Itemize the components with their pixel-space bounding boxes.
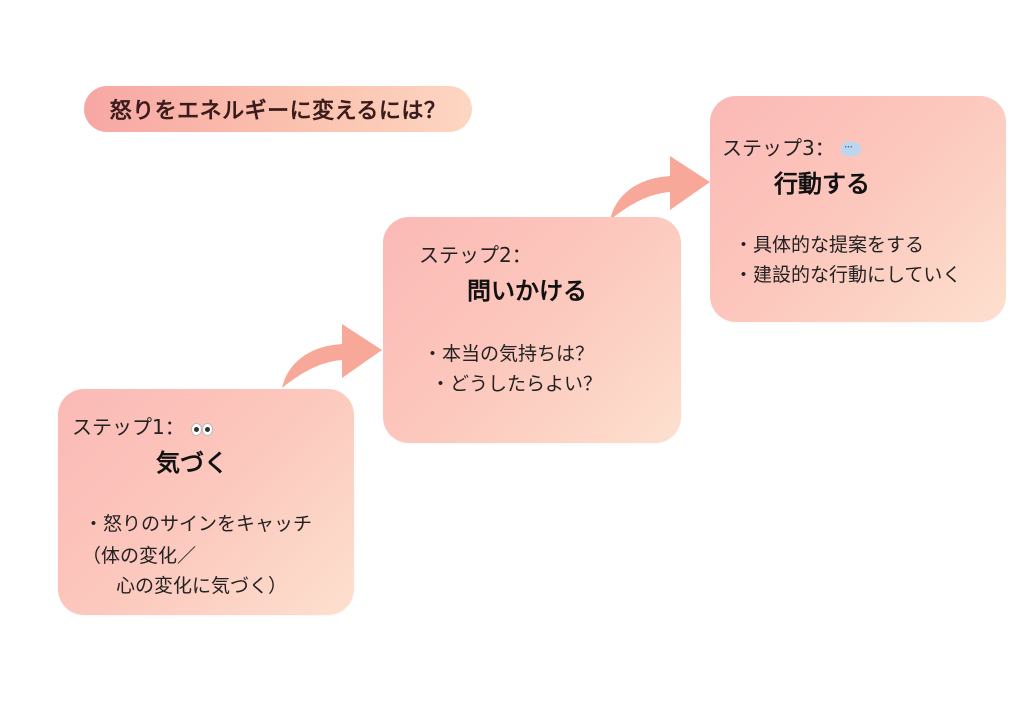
eyes-icon bbox=[190, 422, 213, 436]
step3-title: 行動する bbox=[774, 170, 870, 198]
title-banner: 怒りをエネルギーに変えるには？ bbox=[84, 86, 472, 132]
step1-bullet-3: 心の変化に気づく） bbox=[116, 575, 288, 597]
step2-title: 問いかける bbox=[467, 277, 587, 305]
step1-title: 気づく bbox=[156, 449, 228, 477]
step1-bullet-2: （体の変化／ bbox=[82, 545, 197, 567]
step1-card: ステップ1： 気づく ・怒りのサインをキャッチ （体の変化／ 心の変化に気づく） bbox=[58, 389, 354, 615]
step2-bullet-2: ・どうしたらよい？ bbox=[431, 373, 603, 395]
step2-label: ステップ2： bbox=[419, 243, 532, 267]
page-title: 怒りをエネルギーに変えるには？ bbox=[109, 99, 447, 124]
step1-label-row: ステップ1： bbox=[72, 411, 213, 440]
step3-bullet-2: ・建設的な行動にしていく bbox=[734, 264, 962, 286]
arrow-step1-to-step2-icon bbox=[282, 324, 382, 388]
step2-bullet-1: ・本当の気持ちは？ bbox=[423, 343, 595, 365]
speech-bubble-icon: ··· bbox=[840, 140, 861, 158]
step3-label-row: ステップ3： ··· bbox=[722, 132, 861, 161]
step2-card: ステップ2： 問いかける ・本当の気持ちは？ ・どうしたらよい？ bbox=[383, 217, 681, 443]
step1-bullet-1: ・怒りのサインをキャッチ bbox=[84, 513, 313, 535]
step1-label: ステップ1： bbox=[72, 415, 185, 439]
step3-card: ステップ3： ··· 行動する ・具体的な提案をする ・建設的な行動にしていく bbox=[710, 96, 1006, 322]
step3-bullet-1: ・具体的な提案をする bbox=[734, 234, 925, 256]
step3-label: ステップ3： bbox=[722, 136, 835, 160]
arrow-step2-to-step3-icon bbox=[610, 156, 710, 220]
